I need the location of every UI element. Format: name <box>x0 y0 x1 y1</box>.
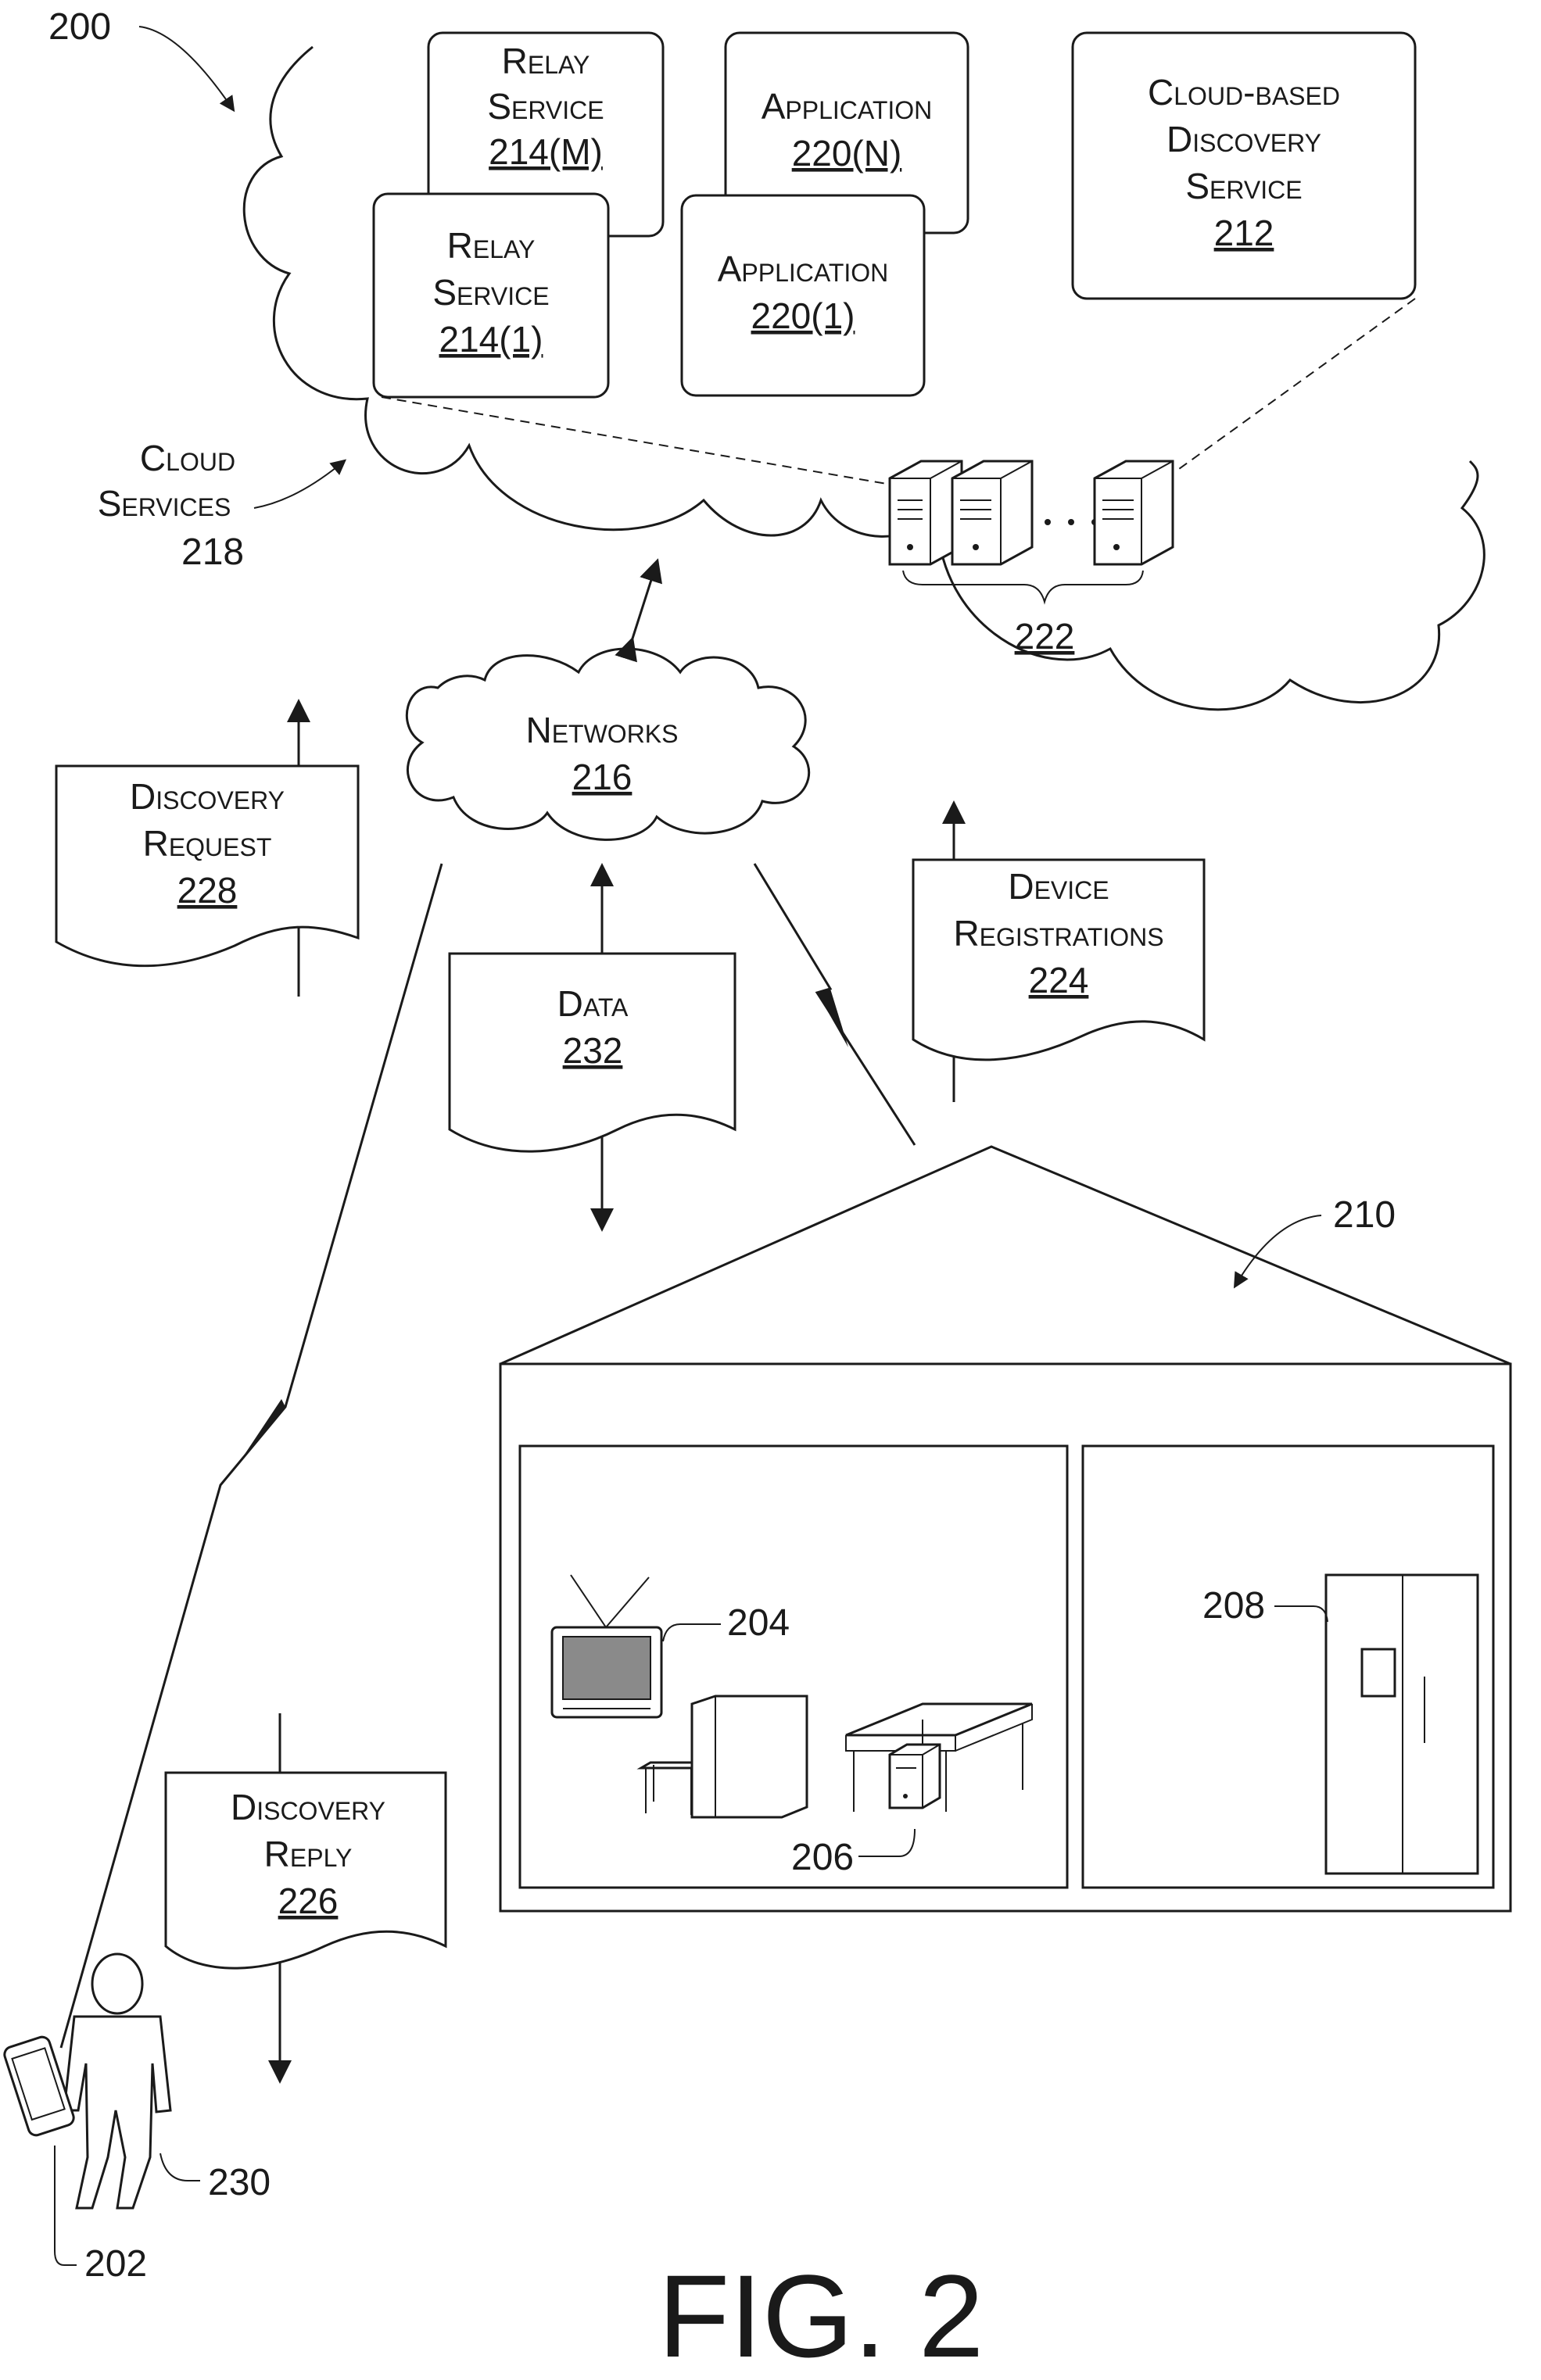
discovery-reply-line1: Discovery <box>231 1787 385 1827</box>
cloud-network-arrow <box>632 563 657 641</box>
data-ref: 232 <box>563 1030 623 1071</box>
application-n-line1: Application <box>762 86 933 127</box>
application-1-line1: Application <box>718 249 889 289</box>
discovery-service-line1: Cloud-based <box>1148 72 1340 113</box>
television-leader <box>663 1624 721 1641</box>
networks-ref: 216 <box>572 757 633 797</box>
server-icon <box>890 461 962 564</box>
discovery-request-line2: Request <box>143 823 272 864</box>
device-registrations-line1: Device <box>1008 866 1109 907</box>
computer-leader <box>858 1829 915 1856</box>
discovery-request-line1: Discovery <box>130 776 285 817</box>
dashed-link-discovery-to-servers <box>1179 299 1415 469</box>
user-leader <box>160 2153 200 2181</box>
user-ref: 230 <box>208 2162 271 2203</box>
server-dots <box>1045 519 1098 525</box>
television-icon <box>552 1575 661 1717</box>
relay-service-m-line2: Service <box>487 86 604 127</box>
networks-line1: Networks <box>525 710 678 750</box>
computer-tower-icon <box>890 1745 940 1808</box>
discovery-service-ref: 212 <box>1214 213 1274 253</box>
device-registrations-ref: 224 <box>1029 960 1089 1000</box>
server-icon <box>952 461 1032 564</box>
cloud-services-line1: Cloud <box>140 438 235 478</box>
home-ref: 210 <box>1333 1194 1396 1236</box>
application-1-ref: 220(1) <box>751 295 855 336</box>
relay-service-1-line2: Service <box>432 272 549 313</box>
figure-ref-200: 200 <box>48 6 111 48</box>
refrigerator-leader <box>1274 1606 1328 1622</box>
device-registrations-line2: Registrations <box>953 913 1163 954</box>
user-figure-icon <box>64 1954 170 2208</box>
relay-service-m-line1: Relay <box>502 41 590 81</box>
cloud-services-leader <box>254 461 344 508</box>
figure-caption: FIG. 2 <box>658 2250 984 2380</box>
discovery-reply-line2: Reply <box>264 1834 353 1874</box>
phone-leader <box>55 2146 77 2265</box>
dashed-link-relay-to-servers <box>382 397 891 485</box>
data-line1: Data <box>557 983 629 1024</box>
cabinet-icon <box>692 1696 807 1817</box>
home-roof <box>500 1147 1511 1364</box>
relay-service-m-ref: 214(M) <box>489 131 603 172</box>
phone-ref: 202 <box>84 2243 147 2285</box>
application-n-ref: 220(N) <box>792 133 902 174</box>
discovery-request-ref: 228 <box>177 870 238 911</box>
discovery-reply-ref: 226 <box>278 1881 339 1921</box>
computer-ref: 206 <box>791 1837 854 1878</box>
relay-service-1-ref: 214(1) <box>439 319 543 360</box>
discovery-service-line3: Service <box>1185 166 1302 206</box>
cloud-services-ref: 218 <box>181 531 244 573</box>
ref-200-leader <box>139 27 233 109</box>
mobile-phone-icon <box>2 2035 76 2138</box>
refrigerator-ref: 208 <box>1202 1585 1265 1627</box>
discovery-service-line2: Discovery <box>1167 119 1321 159</box>
wireless-link-home-bolt <box>817 989 848 1047</box>
refrigerator-icon <box>1326 1575 1478 1874</box>
server-icon <box>1095 461 1173 564</box>
relay-service-1-line1: Relay <box>447 225 536 266</box>
home-leader <box>1235 1215 1321 1286</box>
cloud-services-line2: Services <box>98 483 231 524</box>
television-ref: 204 <box>727 1602 790 1644</box>
servers-ref: 222 <box>1015 616 1075 657</box>
servers-brace <box>903 571 1143 602</box>
